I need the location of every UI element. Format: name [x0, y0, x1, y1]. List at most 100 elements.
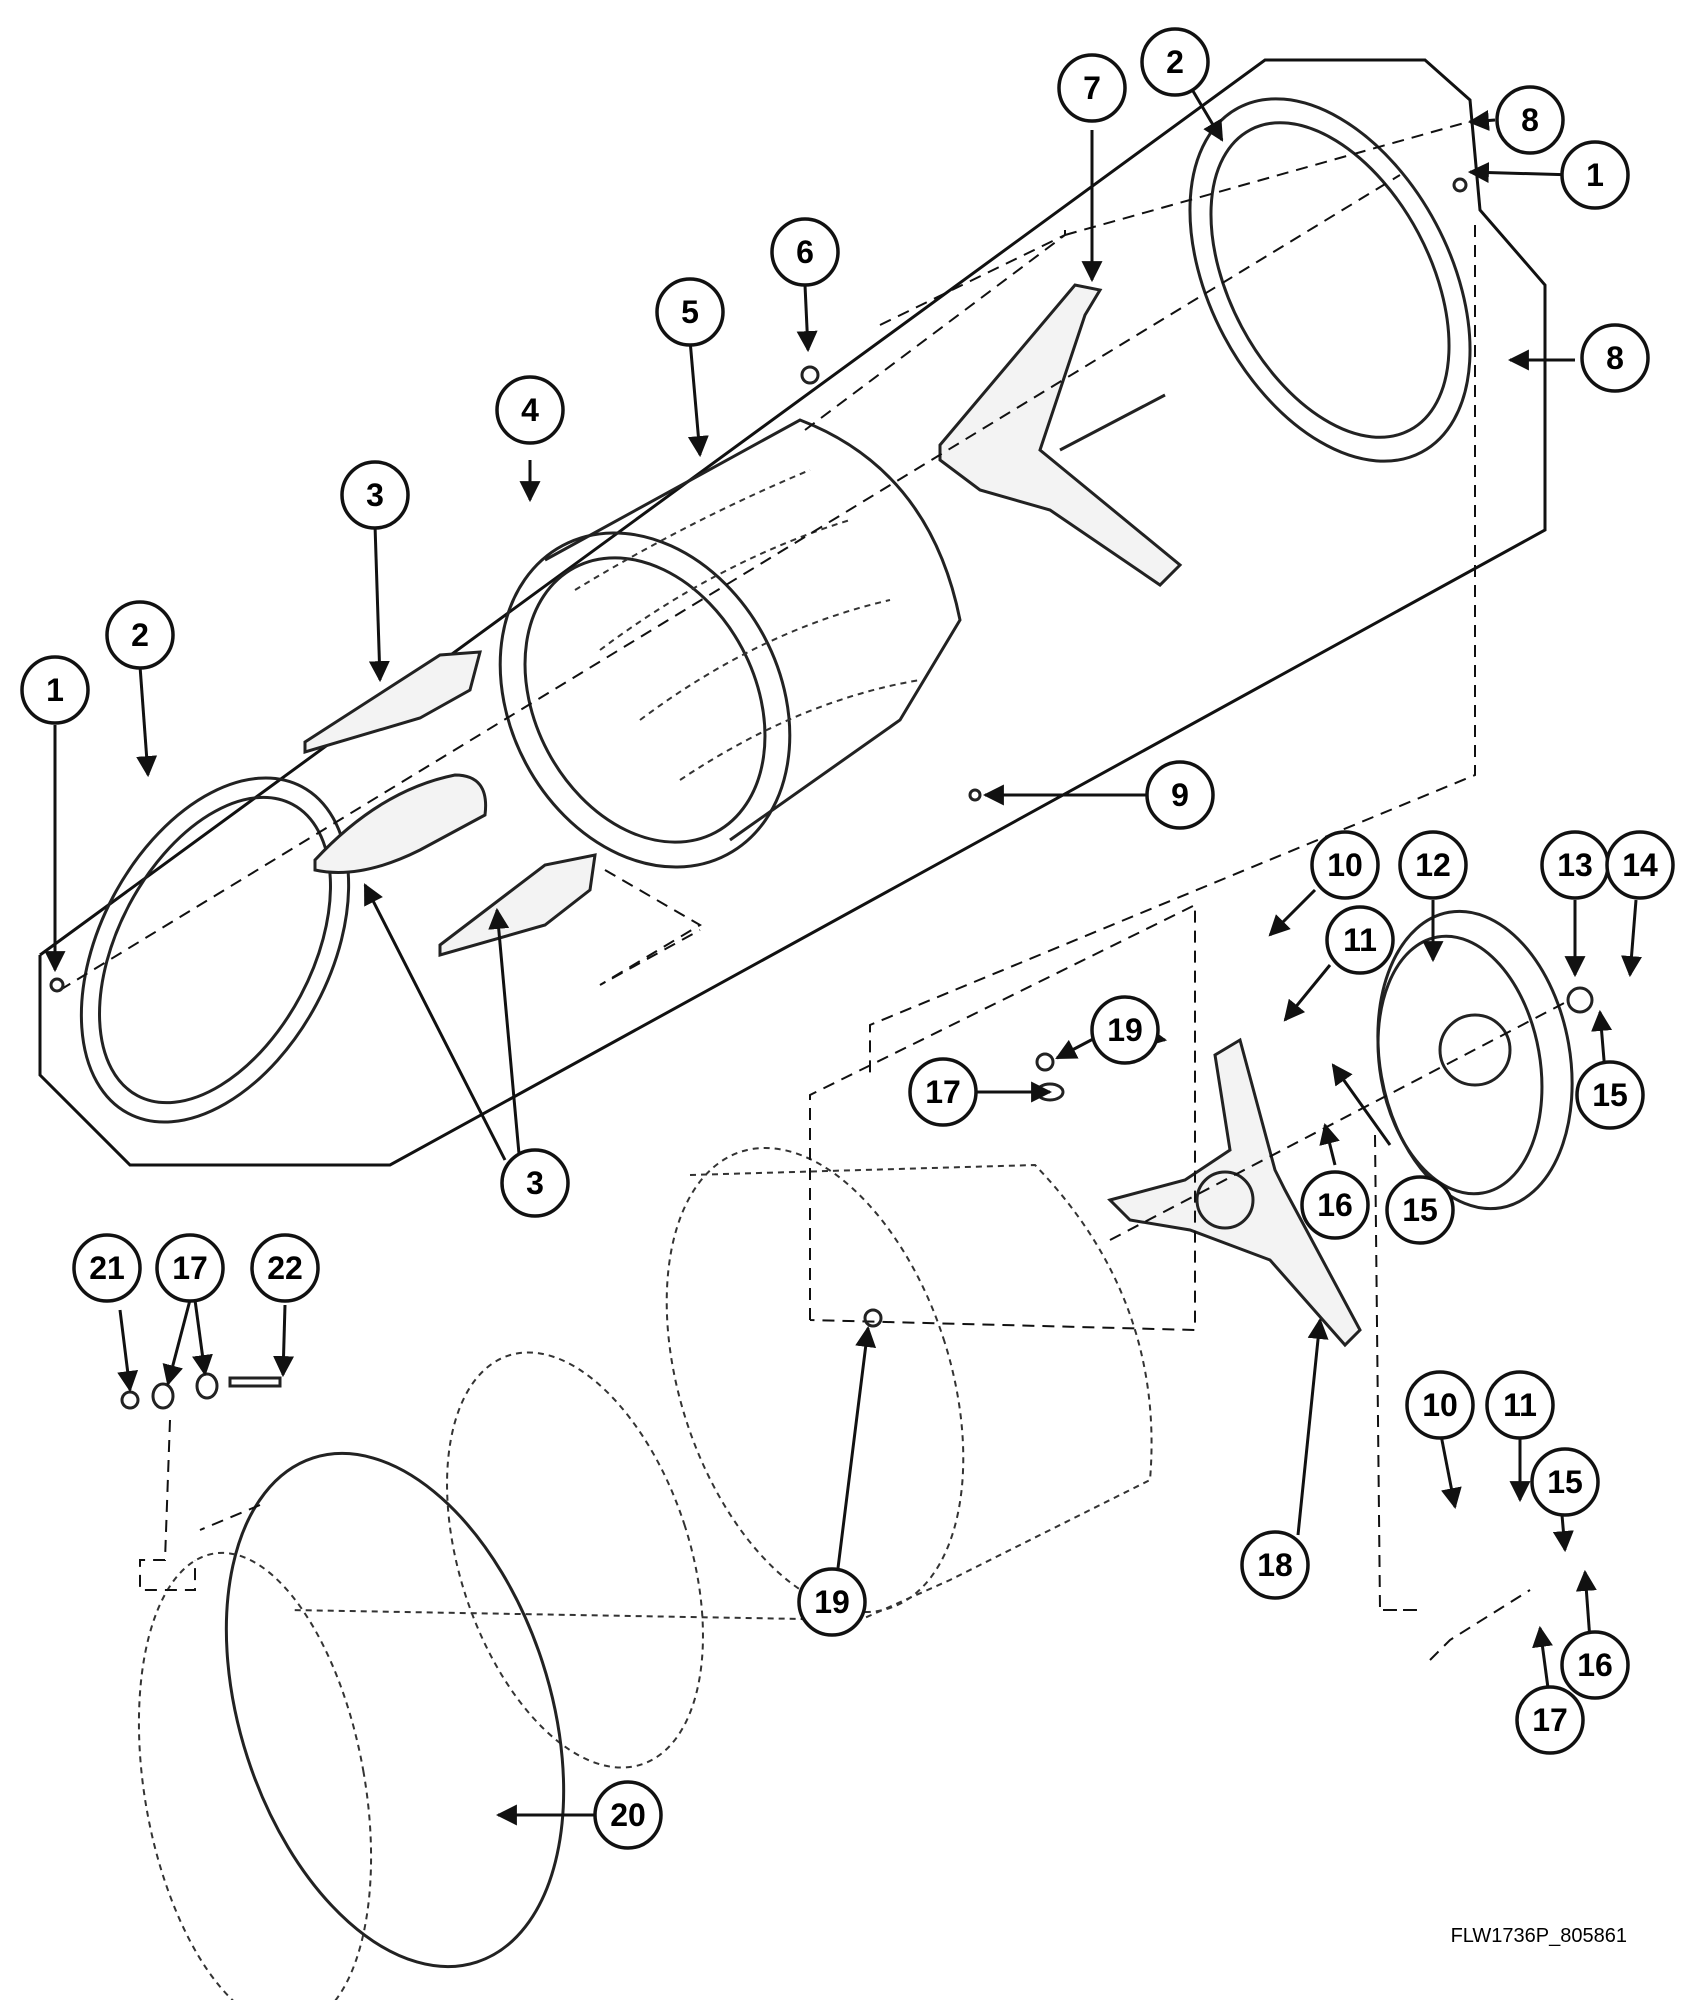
- callout-15-bottom: 15: [1530, 1447, 1600, 1517]
- callout-12: 12: [1398, 830, 1468, 900]
- callout-6: 6: [770, 217, 840, 287]
- callout-10-bottom: 10: [1405, 1370, 1475, 1440]
- callout-22: 22: [250, 1233, 320, 1303]
- callout-16-bottom: 16: [1560, 1630, 1630, 1700]
- assembly-dashed-line-bolt: [139, 1419, 261, 1591]
- svg-text:19: 19: [814, 1584, 850, 1620]
- svg-text:2: 2: [131, 617, 149, 653]
- svg-text:7: 7: [1083, 70, 1101, 106]
- callout-2-right: 2: [1140, 27, 1210, 97]
- svg-text:10: 10: [1422, 1387, 1458, 1423]
- svg-text:5: 5: [681, 294, 699, 330]
- callout-11-bottom: 11: [1485, 1370, 1555, 1440]
- assembly-dashed-line-mount: [599, 869, 702, 986]
- callout-15-housing: 15: [1385, 1175, 1455, 1245]
- svg-text:3: 3: [526, 1165, 544, 1201]
- svg-text:15: 15: [1402, 1192, 1438, 1228]
- screw-hardware-6: [800, 365, 820, 385]
- svg-text:10: 10: [1327, 847, 1363, 883]
- callout-7: 7: [1057, 53, 1127, 123]
- svg-text:2: 2: [1166, 44, 1184, 80]
- pulley-part: [1376, 909, 1574, 1211]
- svg-text:12: 12: [1415, 847, 1451, 883]
- svg-text:22: 22: [267, 1250, 303, 1286]
- nut-hardware-1-left: [49, 977, 65, 993]
- svg-text:14: 14: [1622, 847, 1658, 883]
- svg-text:15: 15: [1547, 1464, 1583, 1500]
- svg-text:19: 19: [1107, 1012, 1143, 1048]
- nut-hardware-1-right: [1452, 177, 1468, 193]
- callout-16-housing: 16: [1300, 1170, 1370, 1240]
- callout-20: 20: [593, 1780, 663, 1850]
- washer-hardware-17-left: [151, 1382, 175, 1410]
- svg-text:13: 13: [1557, 847, 1593, 883]
- callout-8-top: 8: [1495, 85, 1565, 155]
- svg-text:11: 11: [1343, 922, 1377, 958]
- nut-hardware-19-bottom: [863, 1308, 883, 1328]
- svg-text:11: 11: [1503, 1387, 1537, 1423]
- callout-19-bottom: 19: [797, 1567, 867, 1637]
- washer-hardware-17-right: [195, 1372, 219, 1400]
- nut-hardware-19-top: [1035, 1052, 1055, 1072]
- drawing-reference-code: FLW1736P_805861: [1450, 1925, 1627, 1947]
- callout-4: 4: [495, 375, 565, 445]
- callout-17-bottom: 17: [1515, 1685, 1585, 1755]
- svg-text:17: 17: [172, 1250, 208, 1286]
- callout-3-top: 3: [340, 460, 410, 530]
- baffle-part-bottom: [438, 853, 597, 957]
- callout-11-top: 11: [1325, 905, 1395, 975]
- callout-3-bottom: 3: [500, 1148, 570, 1218]
- washer-hardware-13: [1566, 986, 1594, 1014]
- svg-text:21: 21: [89, 1250, 125, 1286]
- svg-text:1: 1: [46, 672, 64, 708]
- svg-text:20: 20: [610, 1797, 646, 1833]
- assembly-dashed-line-pulley: [1109, 999, 1571, 1241]
- callout-1-left: 1: [20, 655, 90, 725]
- svg-text:9: 9: [1171, 777, 1189, 813]
- svg-text:16: 16: [1577, 1647, 1613, 1683]
- callout-2-left: 2: [105, 600, 175, 670]
- bearing-housing-part: [1107, 1037, 1362, 1348]
- callout-9: 9: [1145, 760, 1215, 830]
- assembly-dashed-line-tub: [809, 903, 1196, 1332]
- svg-text:16: 16: [1317, 1187, 1353, 1223]
- callout-19-top: 19: [1090, 995, 1160, 1065]
- assembly-dashed-line-drum: [59, 174, 1401, 991]
- svg-text:8: 8: [1521, 102, 1539, 138]
- svg-text:4: 4: [521, 392, 539, 428]
- callout-13: 13: [1540, 830, 1610, 900]
- assembly-dashed-line-box: [804, 225, 1476, 1080]
- callout-1-right: 1: [1560, 140, 1630, 210]
- inner-drum-part: [498, 418, 962, 869]
- right-ring-part: [1188, 97, 1472, 463]
- svg-text:17: 17: [925, 1074, 961, 1110]
- callout-5: 5: [655, 277, 725, 347]
- assembly-dashed-line-upper: [879, 119, 1476, 326]
- drum-assembly-outline: [38, 58, 1547, 1167]
- svg-text:1: 1: [1586, 157, 1604, 193]
- spider-part: [938, 283, 1183, 587]
- bolt-hardware-22: [228, 1376, 282, 1388]
- callout-14: 14: [1605, 830, 1675, 900]
- callout-8-bottom: 8: [1580, 323, 1650, 393]
- svg-text:15: 15: [1592, 1077, 1628, 1113]
- svg-text:8: 8: [1606, 340, 1624, 376]
- screw-hardware-9: [968, 788, 982, 802]
- left-ring-part: [79, 776, 351, 1124]
- clamp-ring-part: [137, 1451, 566, 2000]
- outer-tub-part: [289, 1146, 1153, 1622]
- callout-17-left: 17: [155, 1233, 225, 1303]
- callout-17-top: 17: [908, 1057, 978, 1127]
- front-gasket-part: [446, 1351, 704, 1769]
- callout-21: 21: [72, 1233, 142, 1303]
- svg-text:17: 17: [1532, 1702, 1568, 1738]
- svg-text:3: 3: [366, 477, 384, 513]
- callout-10-top: 10: [1310, 830, 1380, 900]
- nut-hardware-21: [120, 1390, 140, 1410]
- callout-18: 18: [1240, 1530, 1310, 1600]
- callout-15-pulley: 15: [1575, 1060, 1645, 1130]
- baffle-part-middle: [313, 773, 488, 874]
- baffle-part-top: [303, 650, 482, 755]
- svg-text:18: 18: [1257, 1547, 1293, 1583]
